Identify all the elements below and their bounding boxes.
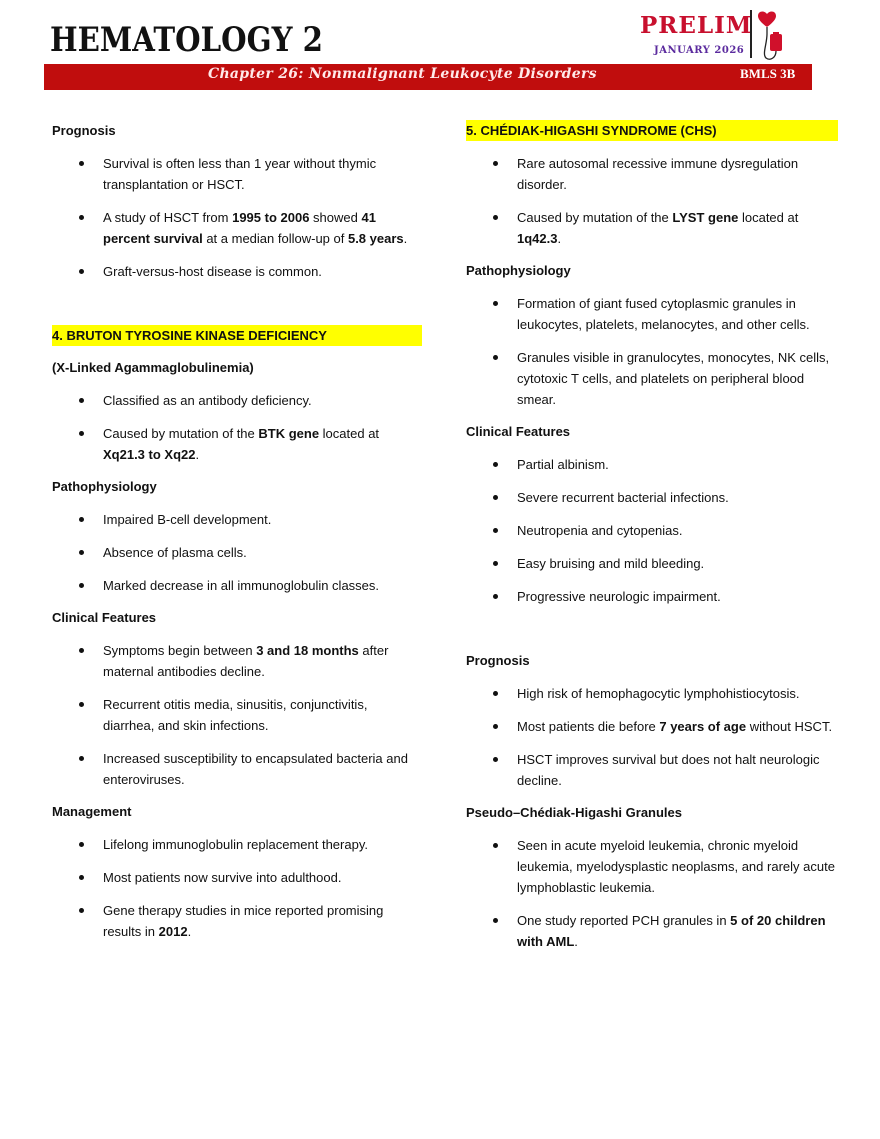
chapter-banner bbox=[44, 64, 812, 90]
list-item: Neutropenia and cytopenias. bbox=[466, 520, 838, 541]
list-item: Absence of plasma cells. bbox=[52, 542, 422, 563]
list-item: Graft-versus-host disease is common. bbox=[52, 261, 422, 282]
chapter-title: Chapter 26: Nonmalignant Leukocyte Disor… bbox=[208, 66, 597, 82]
disease-heading: 4. BRUTON TYROSINE KINASE DEFICIENCY bbox=[52, 325, 422, 346]
section-heading: Pathophysiology bbox=[52, 479, 157, 494]
course-title: HEMATOLOGY 2 bbox=[50, 20, 324, 60]
heart-iv-bag-icon bbox=[758, 11, 782, 60]
right-column: 5. CHÉDIAK-HIGASHI SYNDROME (CHS) Rare a… bbox=[466, 120, 838, 952]
list-item: High risk of hemophagocytic lymphohistio… bbox=[466, 683, 838, 704]
list-item: Caused by mutation of the BTK gene locat… bbox=[52, 423, 422, 465]
disease-heading: 5. CHÉDIAK-HIGASHI SYNDROME (CHS) bbox=[466, 120, 838, 141]
list-item: HSCT improves survival but does not halt… bbox=[466, 749, 838, 791]
left-column: Prognosis Survival is often less than 1 … bbox=[52, 120, 422, 942]
list-item: Most patients die before 7 years of age … bbox=[466, 716, 838, 737]
section-heading: Pathophysiology bbox=[466, 263, 571, 278]
list-item: One study reported PCH granules in 5 of … bbox=[466, 910, 838, 952]
list-item: Most patients now survive into adulthood… bbox=[52, 867, 422, 888]
header-divider bbox=[750, 10, 752, 58]
list-item: Lifelong immunoglobulin replacement ther… bbox=[52, 834, 422, 855]
list-item: Seen in acute myeloid leukemia, chronic … bbox=[466, 835, 838, 898]
list-item: Rare autosomal recessive immune dysregul… bbox=[466, 153, 838, 195]
exam-date: JANUARY 2026 bbox=[654, 45, 745, 56]
class-section: BMLS 3B bbox=[740, 66, 796, 81]
list-item: Gene therapy studies in mice reported pr… bbox=[52, 900, 422, 942]
section-heading: Management bbox=[52, 804, 132, 819]
list-item: Caused by mutation of the LYST gene loca… bbox=[466, 207, 838, 249]
list-item: A study of HSCT from 1995 to 2006 showed… bbox=[52, 207, 422, 249]
list-item: Impaired B-cell development. bbox=[52, 509, 422, 530]
list-item: Partial albinism. bbox=[466, 454, 838, 475]
exam-label: PRELIM bbox=[640, 12, 753, 39]
list-item: Formation of giant fused cytoplasmic gra… bbox=[466, 293, 838, 335]
list-item: Severe recurrent bacterial infections. bbox=[466, 487, 838, 508]
list-item: Classified as an antibody deficiency. bbox=[52, 390, 422, 411]
list-item: Increased susceptibility to encapsulated… bbox=[52, 748, 422, 790]
list-item: Marked decrease in all immunoglobulin cl… bbox=[52, 575, 422, 596]
list-item: Recurrent otitis media, sinusitis, conju… bbox=[52, 694, 422, 736]
section-heading: Clinical Features bbox=[466, 424, 571, 439]
disease-subheading: (X-Linked Agammaglobulinemia) bbox=[52, 360, 254, 375]
list-item: Symptoms begin between 3 and 18 months a… bbox=[52, 640, 422, 682]
section-heading: Pseudo–Chédiak-Higashi Granules bbox=[466, 805, 683, 820]
section-heading: Prognosis bbox=[52, 123, 116, 138]
list-item: Progressive neurologic impairment. bbox=[466, 586, 838, 607]
section-heading: Clinical Features bbox=[52, 610, 157, 625]
list-item: Granules visible in granulocytes, monocy… bbox=[466, 347, 838, 410]
list-item: Easy bruising and mild bleeding. bbox=[466, 553, 838, 574]
section-heading: Prognosis bbox=[466, 653, 530, 668]
list-item: Survival is often less than 1 year witho… bbox=[52, 153, 422, 195]
